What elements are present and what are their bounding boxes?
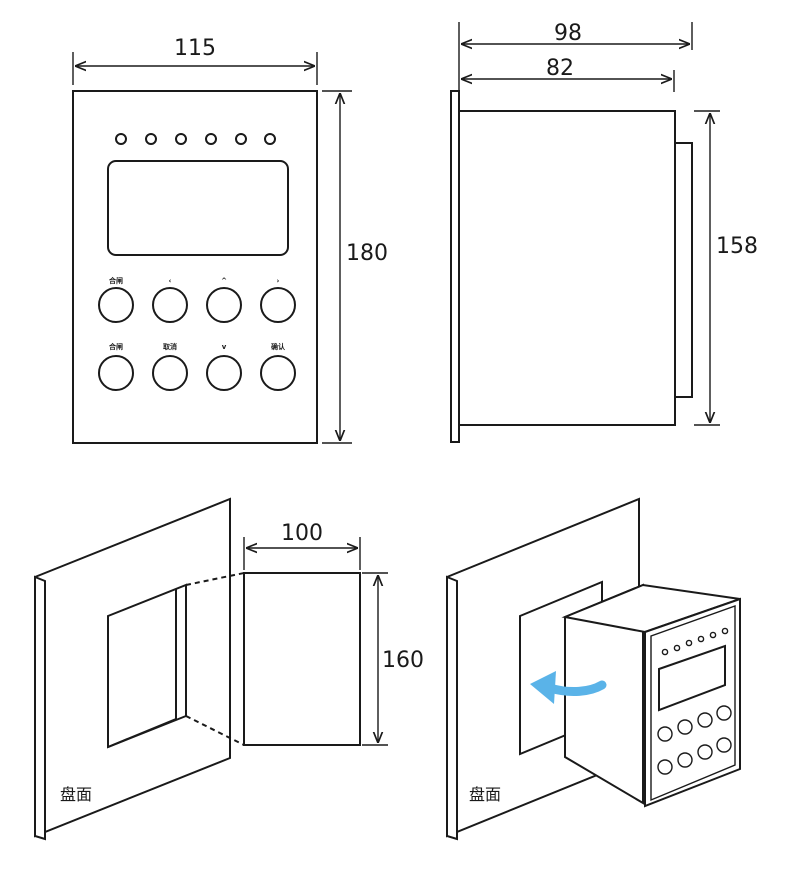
front-panel-body: [72, 90, 318, 444]
side-total-depth-label: 98: [554, 21, 582, 46]
button-label: 合闸: [108, 276, 123, 285]
device-front-bezel: [644, 597, 741, 808]
side-housing: [458, 110, 676, 426]
side-height-label: 158: [716, 234, 758, 259]
insert-arrow-icon: [545, 680, 607, 697]
keypad-button: [98, 355, 134, 391]
keypad-button: [206, 287, 242, 323]
led-indicator: [115, 133, 127, 145]
device-button: [697, 712, 713, 728]
side-rear-terminal: [674, 142, 693, 398]
cutout-view: 100 160 盘面: [34, 497, 424, 841]
button-label: 取消: [163, 342, 177, 351]
led-indicator: [145, 133, 157, 145]
keypad-button: [152, 355, 188, 391]
button-label: ›: [277, 277, 280, 285]
led-indicator: [205, 133, 217, 145]
cutout-inner-edge: [107, 589, 177, 748]
cutout-width-label: 100: [281, 521, 323, 546]
device-led: [661, 648, 669, 656]
led-indicator: [175, 133, 187, 145]
led-indicator: [235, 133, 247, 145]
keypad-button: [260, 287, 296, 323]
panel-edge: [34, 575, 46, 841]
device-led: [697, 635, 705, 643]
button-label: ^: [221, 277, 227, 285]
projection-line-top: [185, 572, 245, 586]
insert-arrow-head-icon: [530, 671, 556, 704]
device-led: [709, 631, 717, 639]
device-button: [657, 726, 673, 742]
keypad-button: [260, 355, 296, 391]
keypad-button: [98, 287, 134, 323]
install-panel-label: 盘面: [469, 785, 501, 804]
device-screen: [658, 644, 726, 712]
button-label: ‹: [169, 277, 172, 285]
install-view: 盘面: [446, 497, 741, 841]
projection-line-bottom: [185, 715, 245, 746]
front-width-label: 115: [174, 36, 216, 61]
device-button: [697, 744, 713, 760]
cutout-outline: [243, 572, 361, 746]
device-button: [677, 719, 693, 735]
side-view: 98 82 158: [450, 21, 758, 443]
device-led: [673, 644, 681, 652]
led-indicator: [264, 133, 276, 145]
lcd-screen: [107, 160, 289, 256]
device-button: [657, 759, 673, 775]
front-view: 115 合闸 ‹ ^ › 合闸 取消 v 确认: [72, 36, 388, 444]
install-panel-edge: [446, 575, 458, 841]
panel-label: 盘面: [60, 785, 92, 804]
device-led: [721, 627, 729, 635]
device-button: [677, 752, 693, 768]
led-row: [115, 133, 276, 145]
keypad-button: [152, 287, 188, 323]
device-button: [716, 705, 732, 721]
button-label: v: [222, 343, 227, 351]
button-label: 确认: [271, 342, 286, 351]
device-front-inner: [650, 605, 736, 802]
cutout-height-label: 160: [382, 648, 424, 673]
device-button: [716, 737, 732, 753]
device-led: [685, 639, 693, 647]
button-label: 合闸: [108, 342, 123, 351]
side-body-depth-label: 82: [546, 56, 574, 81]
keypad-button: [206, 355, 242, 391]
front-height-label: 180: [346, 241, 388, 266]
side-front-flange: [450, 90, 460, 443]
